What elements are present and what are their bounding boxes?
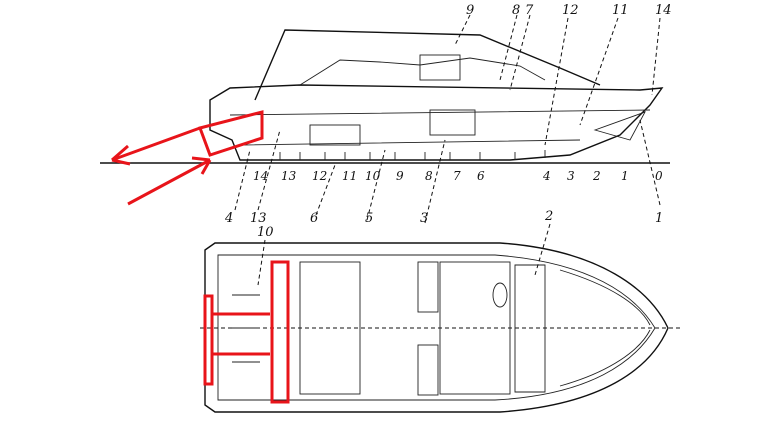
station-3: 3 — [567, 169, 575, 183]
rear-bench — [299, 261, 361, 395]
label-2: 2 — [544, 209, 553, 224]
canopy-outline — [254, 29, 601, 101]
deck-inner-outline — [217, 254, 656, 401]
leader-lines — [234, 14, 661, 224]
station-2: 2 — [592, 169, 601, 183]
windshield-plan — [514, 264, 546, 393]
deck-lines — [229, 109, 651, 146]
front-seat-right-back — [417, 344, 439, 396]
hull-outline — [209, 84, 664, 161]
station-scale: 14 13 12 11 10 9 8 7 6 4 3 2 1 0 — [253, 169, 663, 183]
front-seats — [439, 261, 511, 395]
station-4: 4 — [542, 169, 551, 183]
bulkhead-highlight — [270, 260, 290, 404]
top-labels: 9 8 7 12 11 14 — [466, 3, 672, 18]
label-8: 8 — [512, 3, 520, 18]
side-window — [419, 54, 461, 81]
bow-hatch — [593, 111, 646, 141]
front-seat-left-back — [417, 261, 439, 313]
front-seat — [429, 109, 476, 136]
label-4: 4 — [224, 211, 233, 226]
label-13: 13 — [250, 211, 267, 226]
label-6: 6 — [310, 211, 318, 226]
station-11: 11 — [342, 169, 357, 183]
bow-deck-lines — [559, 269, 651, 387]
transom-highlight — [198, 110, 264, 157]
label-7: 7 — [525, 3, 534, 18]
plan-highlight-lines — [212, 312, 270, 356]
frames — [279, 150, 546, 160]
windshield-frame — [299, 57, 546, 86]
plan-view: 10 2 — [200, 209, 680, 413]
rear-seat — [309, 124, 361, 146]
station-1: 1 — [621, 169, 629, 183]
label-9: 9 — [466, 3, 474, 18]
hull-plan-outline — [204, 242, 669, 413]
steering-wheel — [492, 282, 508, 308]
label-10: 10 — [257, 225, 274, 240]
arrow-left-upper — [111, 126, 201, 166]
station-10: 10 — [365, 169, 381, 183]
station-7: 7 — [453, 169, 461, 183]
label-5: 5 — [365, 211, 373, 226]
station-6: 6 — [477, 169, 485, 183]
transom-plan-highlight — [203, 294, 214, 386]
side-view: 9 8 7 12 11 14 14 13 12 11 10 9 8 7 6 4 … — [100, 3, 672, 226]
station-14: 14 — [253, 169, 268, 183]
label-12: 12 — [562, 3, 579, 18]
label-14: 14 — [655, 3, 672, 18]
red-annotations — [111, 110, 290, 404]
label-11: 11 — [612, 3, 629, 18]
station-9: 9 — [396, 169, 404, 183]
station-12: 12 — [312, 169, 327, 183]
label-3: 3 — [420, 211, 428, 226]
bottom-labels: 4 13 6 5 3 1 — [224, 211, 663, 226]
station-13: 13 — [281, 169, 297, 183]
station-0: 0 — [655, 169, 663, 183]
arrow-left-lower — [127, 156, 212, 206]
label-1: 1 — [655, 211, 663, 226]
transom-handles — [232, 294, 260, 363]
station-8: 8 — [425, 169, 433, 183]
